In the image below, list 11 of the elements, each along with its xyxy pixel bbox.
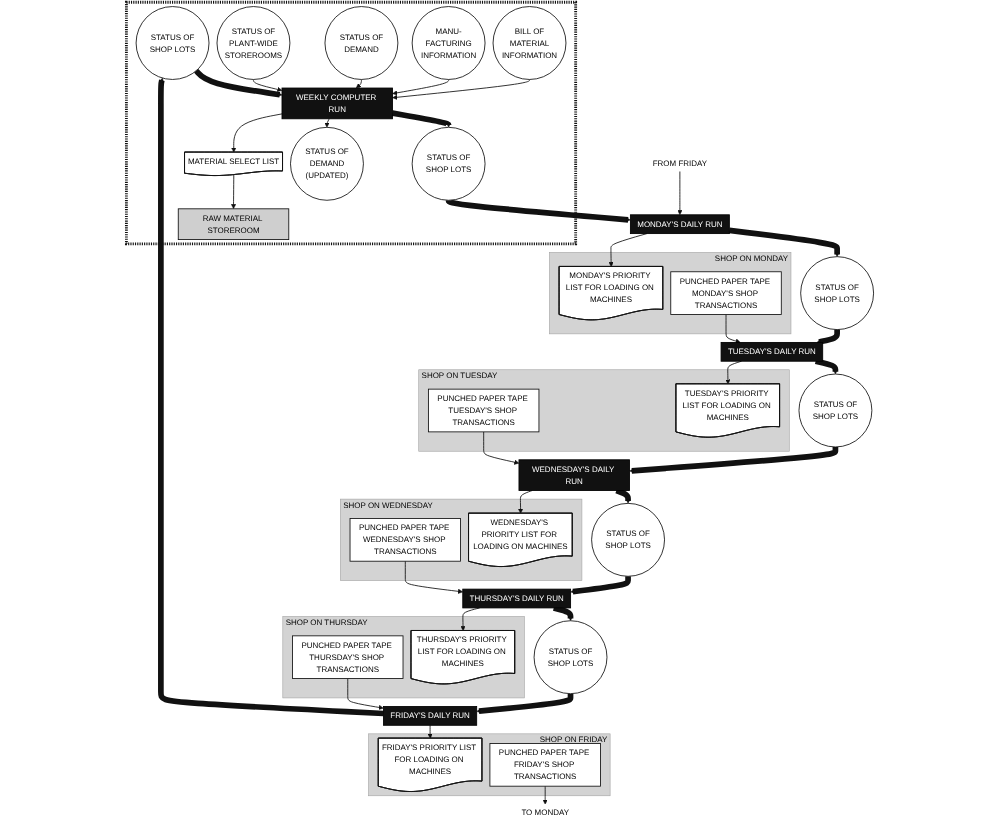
arrow: [816, 327, 840, 345]
arrow: [445, 198, 631, 223]
arrow: [729, 227, 840, 257]
arrow: [476, 691, 574, 714]
cluster: [125, 0, 578, 246]
arrow: [392, 110, 452, 128]
arrow: [553, 605, 574, 621]
arrow: [570, 574, 631, 595]
arrow: [814, 358, 839, 375]
arrow: [629, 444, 839, 474]
arrow: [355, 79, 362, 89]
